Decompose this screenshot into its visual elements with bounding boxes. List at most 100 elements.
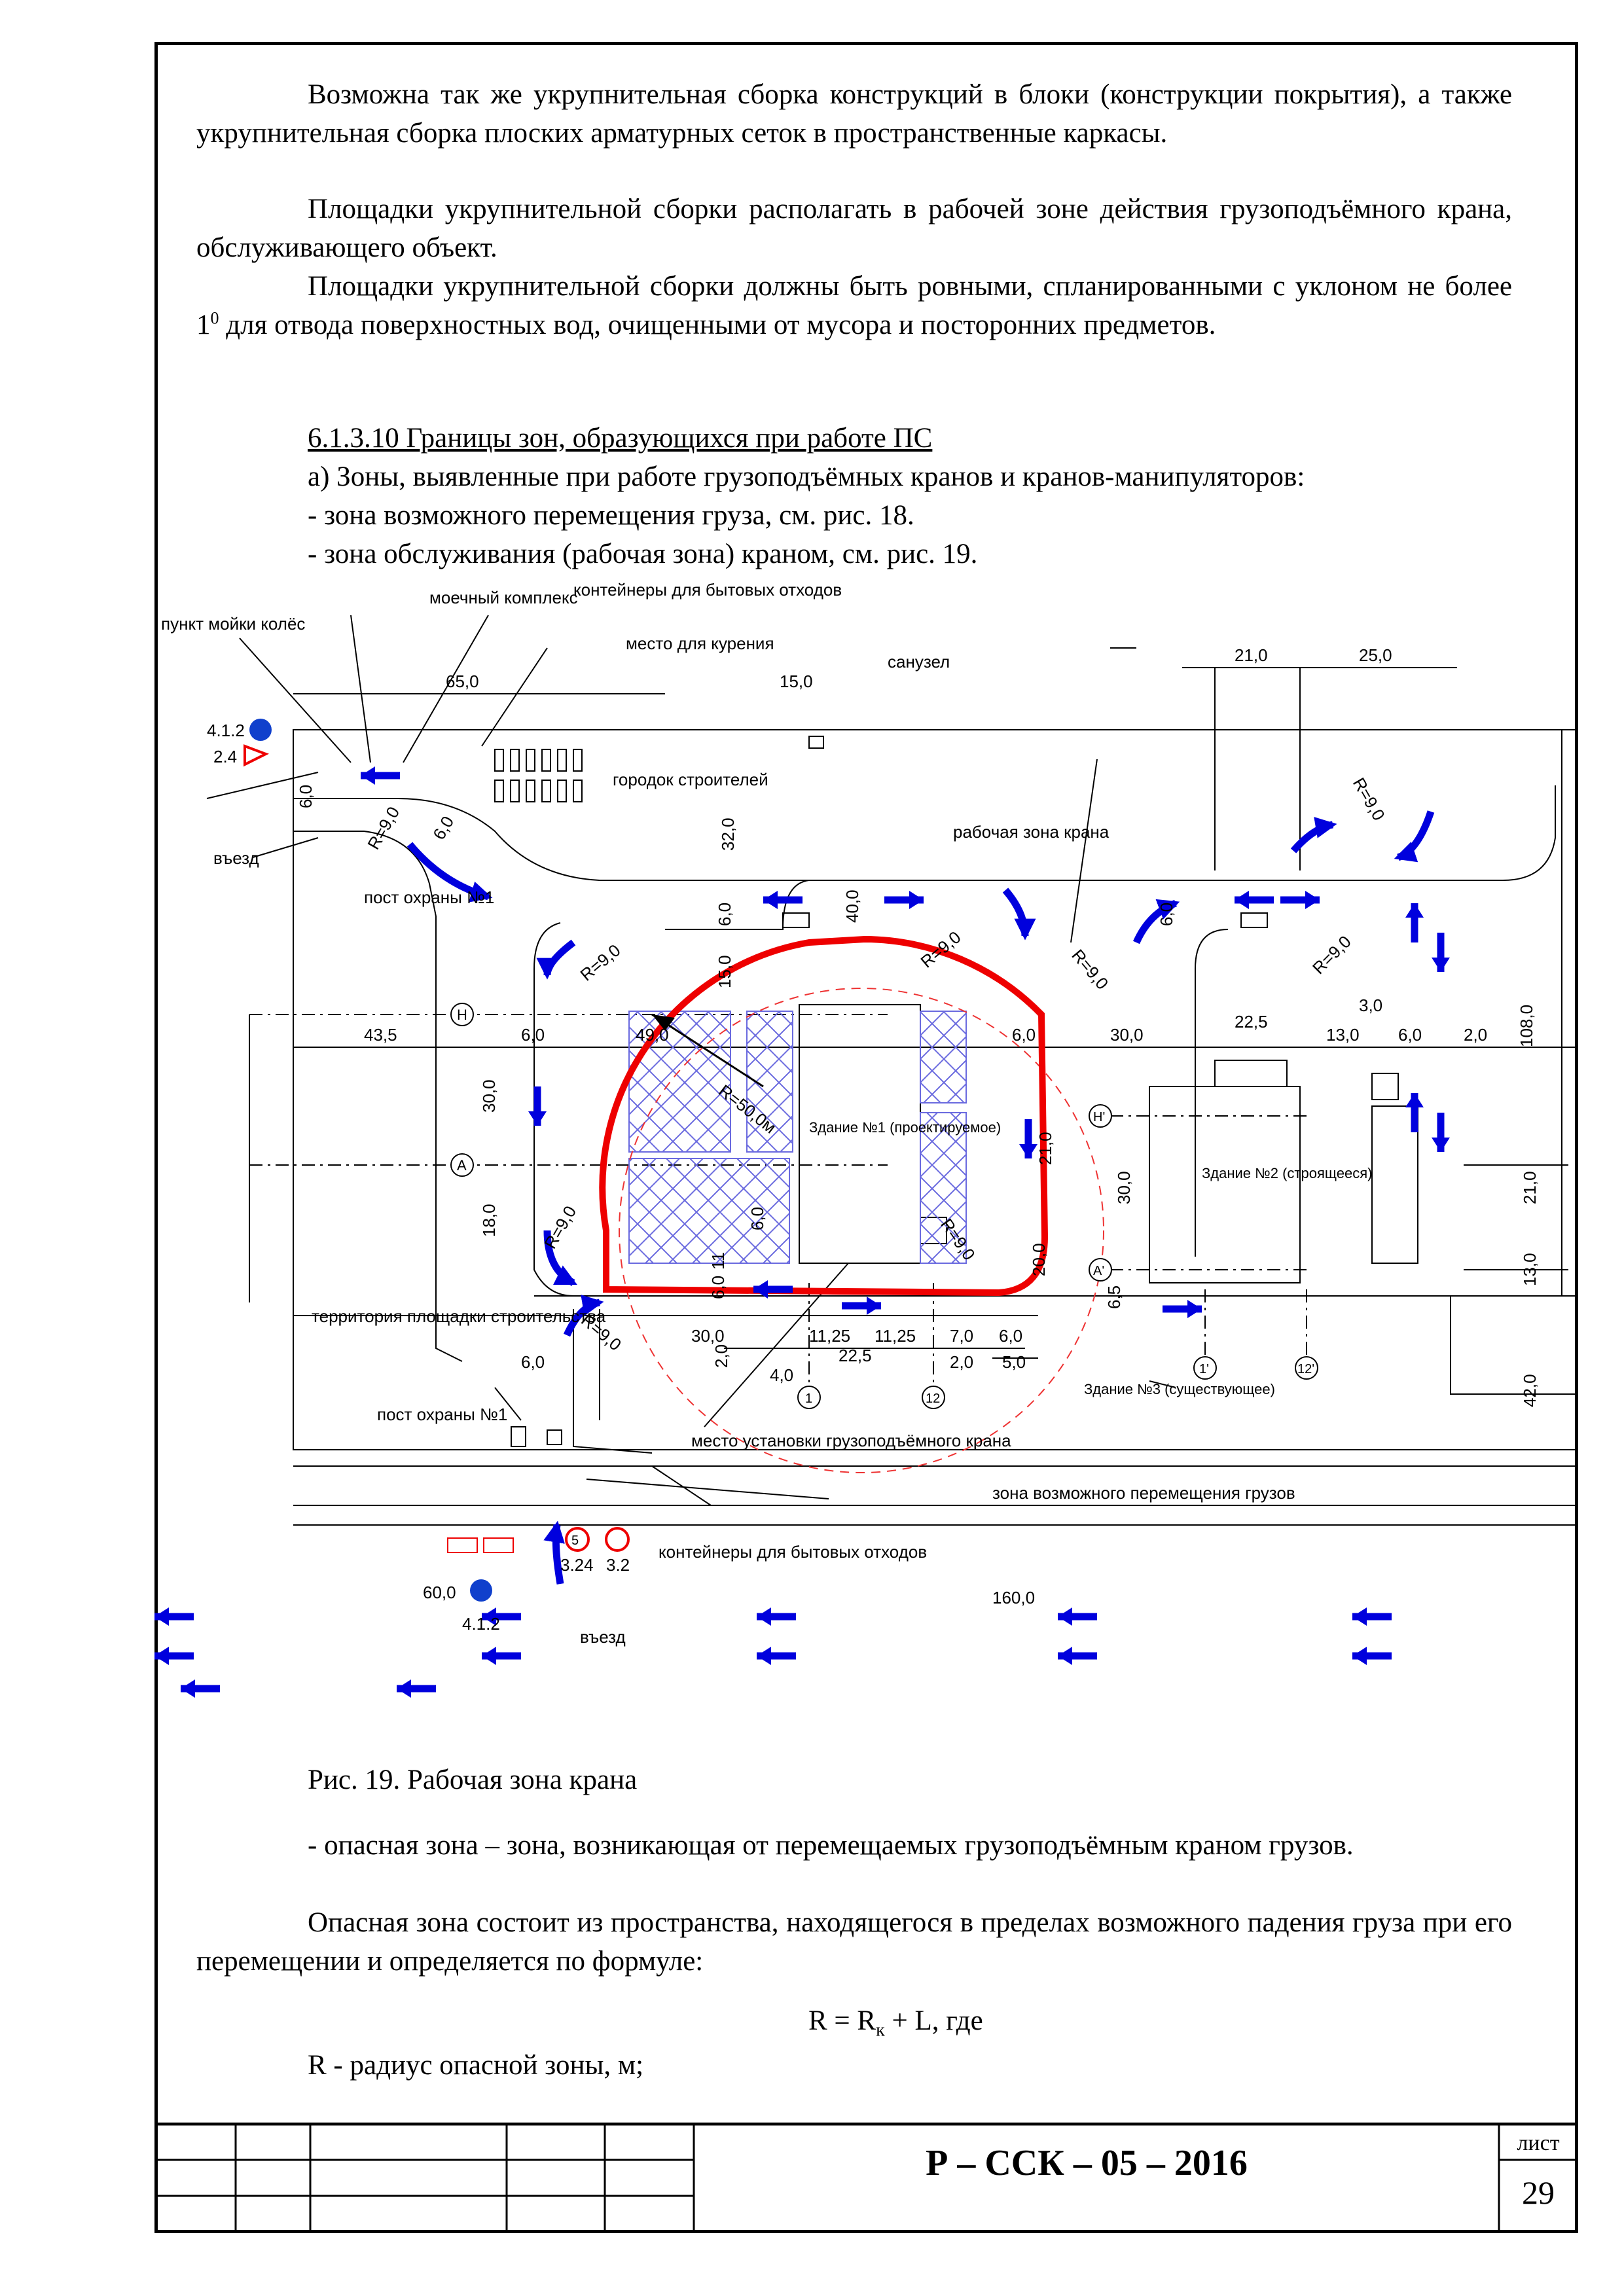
svg-text:6,0: 6,0 (521, 1352, 545, 1372)
svg-text:11,25: 11,25 (809, 1326, 850, 1346)
svg-text:4,0: 4,0 (770, 1365, 793, 1385)
svg-text:12': 12' (1297, 1362, 1314, 1376)
svg-text:30,0: 30,0 (1114, 1171, 1134, 1204)
svg-text:R=9,0: R=9,0 (540, 1202, 580, 1252)
sign-5: 5 (571, 1534, 579, 1548)
label-containers-bottom: контейнеры для бытовых отходов (659, 1542, 927, 1562)
svg-text:R=9,0: R=9,0 (577, 941, 624, 985)
paragraph-2: Площадки укрупнительной сборки располага… (196, 194, 1512, 263)
warning-triangle-icon (244, 744, 269, 767)
svg-text:13,0: 13,0 (1326, 1025, 1360, 1045)
sign-4-1-2-icon (249, 719, 272, 741)
svg-text:21,0: 21,0 (1235, 645, 1268, 665)
paragraph-3: Площадки укрупнительной сборки должны бы… (196, 271, 1512, 340)
svg-text:R=9,0: R=9,0 (1068, 946, 1112, 994)
site-plan-drawing: пункт мойки колёс моечный комплекс конте… (154, 580, 1578, 1715)
svg-text:12: 12 (926, 1391, 940, 1406)
label-work-zone: рабочая зона крана (953, 822, 1110, 842)
svg-text:21,0: 21,0 (1520, 1171, 1540, 1204)
page-frame (154, 42, 1578, 2233)
svg-text:6,0: 6,0 (1012, 1025, 1036, 1045)
label-wash-complex: моечный комплекс (429, 588, 578, 607)
formula: R = Rк + L, где (808, 2005, 983, 2041)
svg-text:18,0: 18,0 (479, 1204, 499, 1237)
svg-text:2,0: 2,0 (950, 1352, 973, 1372)
svg-text:A': A' (1093, 1264, 1104, 1278)
svg-text:H: H (457, 1007, 467, 1023)
svg-text:43,5: 43,5 (364, 1025, 397, 1045)
svg-text:13,0: 13,0 (1520, 1253, 1540, 1286)
svg-text:108,0: 108,0 (1517, 1005, 1536, 1047)
svg-text:15,0: 15,0 (780, 672, 813, 691)
svg-text:6,0: 6,0 (748, 1207, 767, 1230)
paragraph-5: Опасная зона состоит из пространства, на… (196, 1907, 1512, 1977)
svg-text:25,0: 25,0 (1359, 645, 1392, 665)
label-wash-point: пункт мойки колёс (161, 614, 305, 634)
label-smoking: место для курения (626, 634, 774, 653)
svg-text:15,0: 15,0 (715, 955, 734, 988)
svg-text:49,0: 49,0 (636, 1025, 669, 1045)
svg-text:11,25: 11,25 (875, 1326, 916, 1346)
label-move-zone: зона возможного перемещения грузов (992, 1483, 1295, 1503)
svg-text:65,0: 65,0 (446, 672, 479, 691)
sign-4-1-2-top: 4.1.2 (207, 721, 245, 740)
svg-text:1': 1' (1199, 1362, 1209, 1376)
label-building-1: Здание №1 (проектируемое) (809, 1119, 1001, 1136)
svg-text:3,0: 3,0 (1359, 996, 1382, 1015)
container-icon (483, 1537, 514, 1553)
svg-text:5,0: 5,0 (1002, 1352, 1026, 1372)
container-icon (447, 1537, 478, 1553)
sheet-number: 29 (1522, 2174, 1555, 2211)
site-boundary (293, 729, 1578, 1450)
svg-text:2,0: 2,0 (712, 1344, 731, 1368)
label-building-2: Здание №2 (строящееся) (1202, 1165, 1372, 1181)
label-sanuzel: санузел (888, 652, 950, 672)
svg-text:30,0: 30,0 (1110, 1025, 1144, 1045)
svg-text:6,0: 6,0 (708, 1276, 728, 1299)
svg-text:1: 1 (805, 1391, 812, 1406)
crane-work-zone (599, 935, 1049, 1297)
traffic-arrows (154, 766, 1450, 1715)
sign-2-4: 2.4 (213, 747, 237, 766)
svg-text:6,0: 6,0 (1157, 903, 1176, 926)
svg-text:6,0: 6,0 (296, 785, 316, 808)
label-entry-top: въезд (213, 848, 259, 868)
label-containers-top: контейнеры для бытовых отходов (573, 580, 842, 600)
figure-caption: Рис. 19. Рабочая зона крана (308, 1765, 638, 1795)
label-entry-bottom: въезд (580, 1627, 626, 1647)
sign-3-2: 3.2 (606, 1555, 630, 1575)
item-2: - зона обслуживания (рабочая зона) крано… (308, 539, 978, 569)
label-town: городок строителей (613, 770, 768, 789)
svg-text:6,0: 6,0 (521, 1025, 545, 1045)
title-block (154, 2123, 1578, 2233)
item-a: а) Зоны, выявленные при работе грузоподъ… (308, 461, 1305, 492)
label-guard-top: пост охраны №1 (364, 888, 494, 907)
paragraph-1: Возможна так же укрупнительная сборка ко… (196, 79, 1512, 149)
sign-4-1-2-bottom: 4.1.2 (462, 1614, 500, 1634)
svg-text:42,0: 42,0 (1520, 1374, 1540, 1407)
no-entry-icon (605, 1527, 630, 1552)
svg-text:20,0: 20,0 (1029, 1243, 1049, 1276)
label-guard-bottom: пост охраны №1 (377, 1405, 507, 1424)
svg-text:R=9,0: R=9,0 (1308, 931, 1355, 978)
svg-text:22,5: 22,5 (1235, 1012, 1268, 1031)
svg-text:2,0: 2,0 (1464, 1025, 1487, 1045)
svg-text:6,0: 6,0 (429, 813, 458, 843)
svg-text:22,5: 22,5 (839, 1346, 872, 1365)
sign-3-24: 3.24 (560, 1555, 594, 1575)
svg-text:11: 11 (708, 1252, 728, 1270)
svg-text:6,5: 6,5 (1104, 1285, 1124, 1309)
label-building-3: Здание №3 (существующее) (1084, 1381, 1275, 1397)
section-title: 6.1.3.10 Границы зон, образующихся при р… (308, 423, 933, 454)
svg-text:40,0: 40,0 (842, 889, 862, 923)
label-crane-place: место установки грузоподъёмного крана (691, 1431, 1011, 1450)
svg-text:6,0: 6,0 (999, 1326, 1022, 1346)
svg-text:R=9,0: R=9,0 (1349, 774, 1389, 824)
svg-text:A: A (457, 1157, 467, 1174)
svg-text:H': H' (1093, 1110, 1105, 1124)
paragraph-6: R - радиус опасной зоны, м; (308, 2050, 644, 2081)
svg-text:6,0: 6,0 (715, 903, 734, 926)
svg-text:30,0: 30,0 (691, 1326, 725, 1346)
svg-text:160,0: 160,0 (992, 1588, 1035, 1607)
svg-text:R=9,0: R=9,0 (363, 803, 403, 853)
